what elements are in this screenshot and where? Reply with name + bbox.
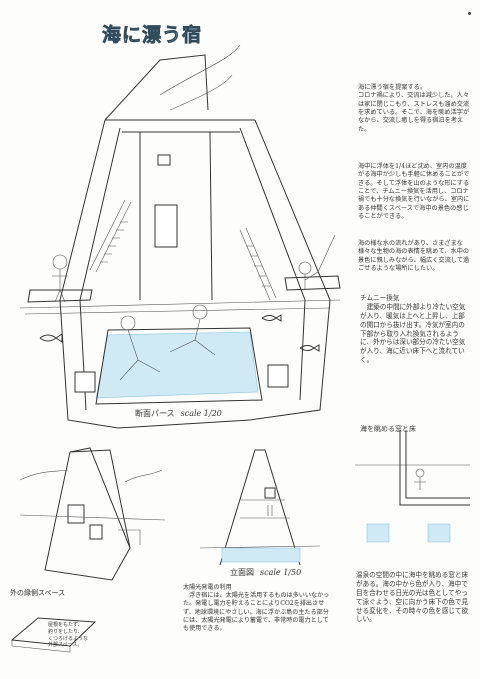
section-caption-label: 断面パース bbox=[135, 409, 175, 418]
stair-right bbox=[239, 227, 277, 301]
fish-icon bbox=[39, 333, 63, 343]
poster-title: 海に漂う宿 bbox=[102, 24, 203, 47]
outer-deck-sketch bbox=[10, 617, 97, 653]
person-fishing bbox=[298, 234, 336, 290]
section-caption-scale: scale 1/20 bbox=[180, 409, 222, 418]
window-floor-text: 温泉の空間の中に海中を眺める窓と床がある。海の中から色が入り、海中で目を合わせる… bbox=[356, 571, 469, 624]
exterior-perspective bbox=[19, 447, 166, 581]
elevation-caption-scale: scale 1/50 bbox=[260, 568, 302, 577]
view-text: 海の様な水の流れがあり、さまざまな様々な生物の海の表情を眺めて、水中の景色に親し… bbox=[358, 240, 470, 273]
concept-text: 海中に浮体を1/4ほど沈め、室内の温度がる海中が少しも手軽に休めることができる。… bbox=[358, 163, 470, 221]
elevation-caption: 立面図 scale 1/50 bbox=[230, 567, 301, 578]
upper-roof-edge bbox=[104, 54, 209, 121]
outer-space-title: 外の縁側スペース bbox=[10, 589, 66, 597]
window-floor-title: 海を眺める窓と床 bbox=[360, 425, 416, 433]
intro-text: 海に漂う宿を提案する。 コロナ禍により、交流は減少した。人々は家に閉じこもり、ス… bbox=[358, 84, 470, 133]
section-caption: 断面パース scale 1/20 bbox=[135, 408, 222, 419]
outer-space-note: 屋根をもたず、 釣りをしたり、 くつろげるような 外部スペース。 bbox=[48, 622, 89, 649]
chimney-ventilation-text: チムニー換気 建築の中間に外部より冷たい空気が入り、暖気は上へと上昇し、上部の開… bbox=[360, 294, 466, 365]
person-standing bbox=[52, 254, 68, 303]
fish-icon bbox=[261, 314, 282, 322]
window-floor-sketch bbox=[355, 430, 470, 543]
person-bathing bbox=[119, 304, 216, 381]
solar-power-text: 太陽光発電の利用 浮き宿には、太陽光を活用するものは多いいなかった。発電し電力を… bbox=[183, 584, 330, 633]
bath-basin bbox=[95, 327, 263, 405]
corner-mark bbox=[468, 12, 471, 15]
elevation-drawing bbox=[199, 449, 321, 566]
tower-window bbox=[154, 204, 178, 248]
sea-water-inside bbox=[95, 331, 259, 399]
elevation-caption-label: 立面図 bbox=[230, 568, 254, 577]
stair-left bbox=[89, 199, 132, 273]
section-perspective bbox=[19, 44, 341, 429]
fish-icon bbox=[299, 344, 320, 352]
